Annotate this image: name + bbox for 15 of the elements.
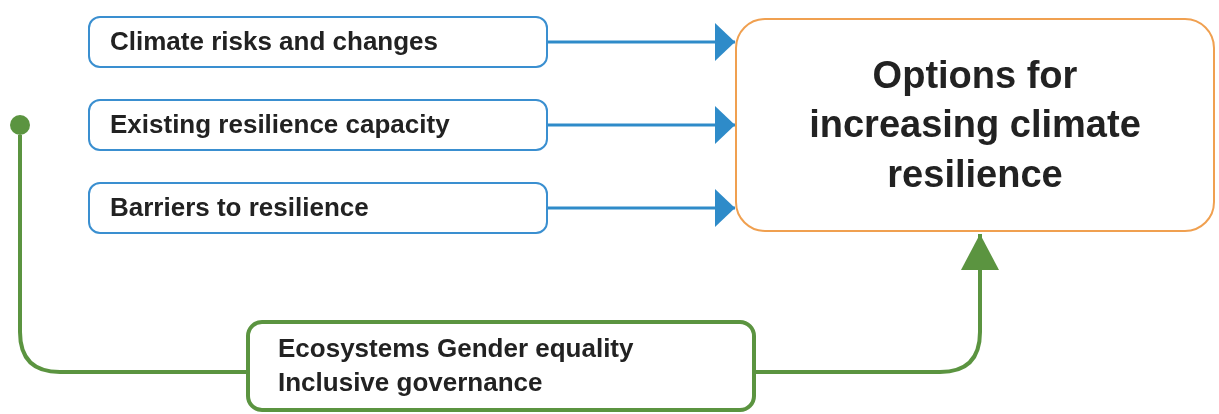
box-label: Existing resilience capacity bbox=[110, 108, 450, 142]
box-label: Barriers to resilience bbox=[110, 191, 369, 225]
arrow bbox=[548, 189, 735, 227]
topic-box bbox=[88, 16, 548, 68]
box-label: Ecosystems Gender equality Inclusive governance bbox=[278, 332, 635, 399]
arrow bbox=[548, 23, 735, 61]
topic-box bbox=[246, 320, 756, 412]
dot bbox=[10, 115, 30, 135]
arrow bbox=[548, 106, 735, 144]
arrow bbox=[756, 234, 999, 374]
topic-box bbox=[88, 182, 548, 234]
result-box bbox=[735, 18, 1215, 232]
topic-box bbox=[88, 99, 548, 151]
box-label: Climate risks and changes bbox=[110, 25, 439, 59]
box-label: Options for increasing climate resilience bbox=[808, 52, 1142, 197]
